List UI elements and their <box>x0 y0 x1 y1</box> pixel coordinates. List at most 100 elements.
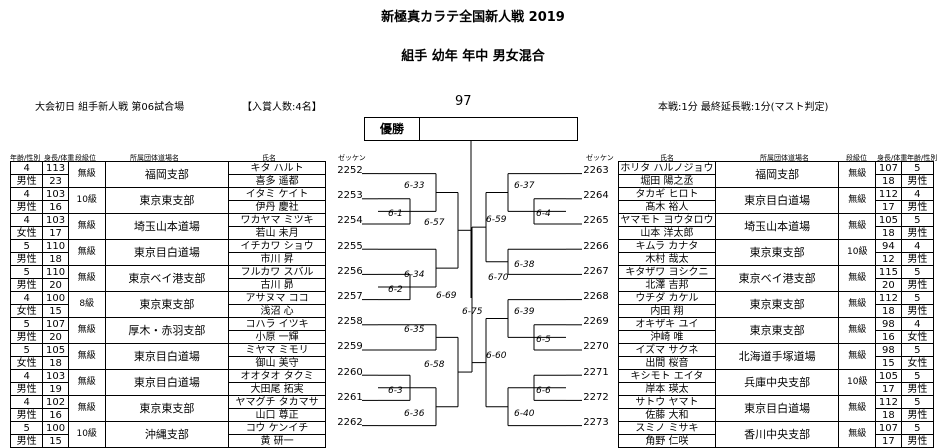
player-zekken: 2262 <box>337 417 363 428</box>
player-dojo: 東京目白道場 <box>714 187 840 214</box>
player-zekken: 2259 <box>337 341 363 353</box>
player-dojo: 東京ベイ港支部 <box>104 265 230 292</box>
player-dojo: 埼玉山本道場 <box>714 213 840 240</box>
player-zekken: 2257 <box>337 291 363 302</box>
bout-label: 6-38 <box>514 259 535 270</box>
player-zekken: 2260 <box>337 366 363 378</box>
winner-box: 優勝 <box>364 117 578 141</box>
player-grade: 8級 <box>67 291 106 318</box>
player-grade: 無級 <box>67 395 106 422</box>
player-dojo: 北海道手塚道場 <box>714 343 840 370</box>
bout-label: 6-37 <box>514 180 535 191</box>
player-grade: 無級 <box>67 213 106 240</box>
bout-label: 6-6 <box>536 385 551 396</box>
player-zekken: 2268 <box>583 291 609 302</box>
player-grade: 無級 <box>838 213 877 240</box>
player-grade: 無級 <box>838 187 877 214</box>
player-zekken: 2261 <box>337 391 363 403</box>
player-zekken: 2254 <box>337 215 363 227</box>
player-age: 4 <box>9 395 44 409</box>
bout-label: 6-1 <box>388 209 403 220</box>
header-name-right: 氏名 <box>660 154 674 162</box>
player-zekken: 2256 <box>337 265 363 277</box>
header-age-right: 年齢/性別 <box>907 154 938 162</box>
bout-label: 6-70 <box>488 272 509 283</box>
category-title: 組手 幼年 年中 男女混合 <box>401 49 545 64</box>
header-wh-left: 身長/体重 <box>44 154 75 162</box>
bout-label: 6-5 <box>536 335 551 346</box>
bout-label: 6-69 <box>436 291 457 302</box>
header-name-left: 氏名 <box>262 154 276 162</box>
player-kana: フルカワ スバル <box>228 265 326 279</box>
player-zekken: 2267 <box>583 265 609 277</box>
winner-label: 優勝 <box>365 118 420 140</box>
player-dojo: 東京東支部 <box>714 317 840 344</box>
bout-label: 6-33 <box>404 180 425 191</box>
player-age: 5 <box>900 161 935 175</box>
entry-count: 【入賞人数:4名】 <box>242 102 322 113</box>
player-zekken: 2270 <box>583 341 609 353</box>
header-dojo-left: 所属団体道場名 <box>130 154 179 162</box>
player-dojo: 福岡支部 <box>104 161 230 188</box>
player-dojo: 東京東支部 <box>104 187 230 214</box>
player-zekken: 2266 <box>583 240 609 252</box>
player-dojo: 東京東支部 <box>104 291 230 318</box>
player-zekken: 2265 <box>583 215 609 227</box>
bout-label: 6-60 <box>486 350 507 361</box>
player-zekken: 2272 <box>583 391 609 403</box>
player-zekken: 2269 <box>583 316 609 328</box>
bout-label: 6-59 <box>486 215 507 226</box>
header-age-left: 年齢/性別 <box>10 154 41 162</box>
player-dojo: 東京東支部 <box>104 395 230 422</box>
player-grade: 無級 <box>838 161 877 188</box>
header-dojo-right: 所属団体道場名 <box>760 154 809 162</box>
player-grade: 無級 <box>67 369 106 396</box>
player-grade: 10級 <box>67 187 106 214</box>
player-zekken: 2271 <box>583 366 609 378</box>
bout-label: 6-40 <box>514 408 535 419</box>
bout-label: 6-4 <box>536 209 551 220</box>
player-zekken: 2273 <box>583 417 609 428</box>
player-zekken: 2255 <box>337 240 363 252</box>
player-dojo: 東京東支部 <box>714 291 840 318</box>
header-zk-left: ゼッケン <box>338 154 366 162</box>
bout-label: 6-36 <box>404 408 425 419</box>
page-title: 新極真カラテ全国新人戦 2019 <box>381 10 565 25</box>
player-zekken: 2253 <box>337 190 363 202</box>
header-dan-right: 段級位 <box>846 154 867 162</box>
player-sex: 男性 <box>900 382 935 396</box>
header-wh-right: 身長/体重 <box>877 154 908 162</box>
bracket-number: 97 <box>455 94 472 109</box>
bout-label: 6-34 <box>404 270 425 281</box>
header-dan-left: 段級位 <box>75 154 96 162</box>
player-zekken: 2264 <box>583 190 609 202</box>
player-dojo: 福岡支部 <box>714 161 840 188</box>
player-zekken: 2263 <box>583 165 609 176</box>
match-rules: 本戦:1分 最終延長戦:1分(マスト判定) <box>658 102 829 113</box>
player-grade: 10級 <box>838 239 877 266</box>
